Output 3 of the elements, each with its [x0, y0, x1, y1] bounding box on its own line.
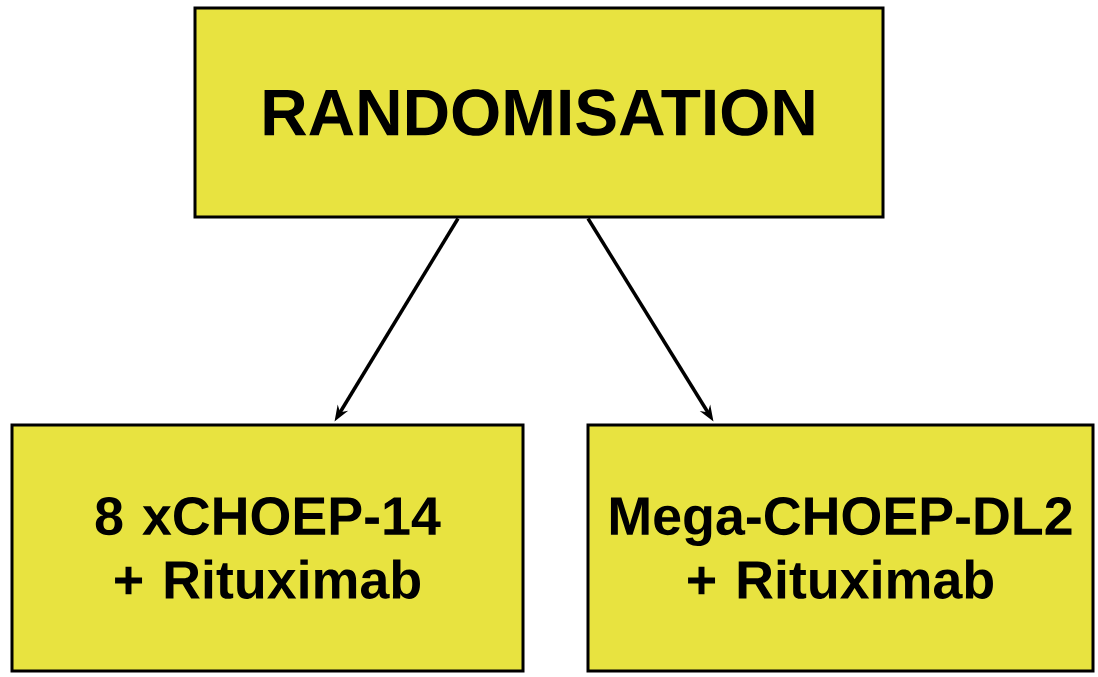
process-box: RANDOMISATION	[193, 6, 885, 219]
process-box: 8 xCHOEP-14 + Rituximab	[10, 423, 525, 673]
process-box: Mega-CHOEP-DL2 + Rituximab	[586, 423, 1095, 673]
